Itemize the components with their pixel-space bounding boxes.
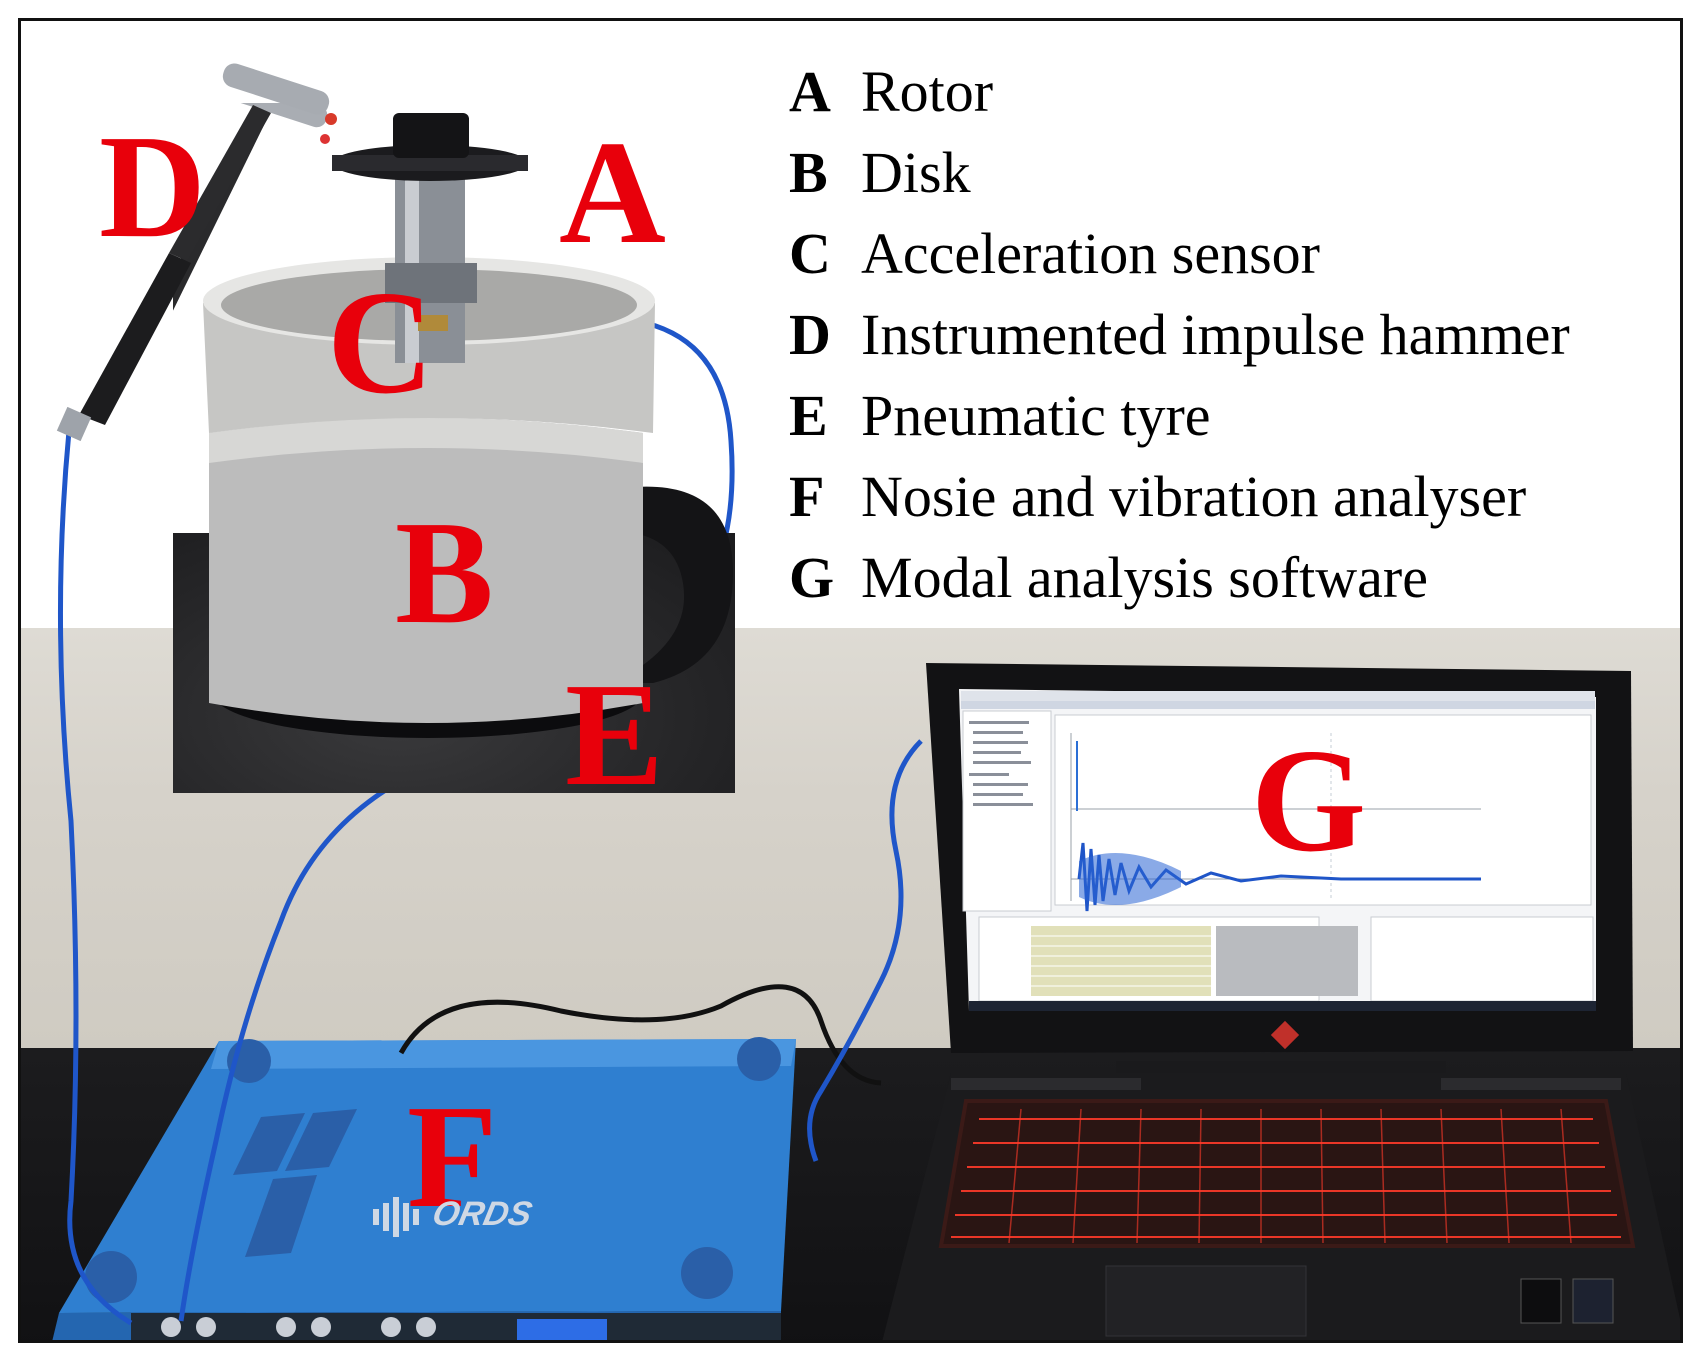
legend-key: A [789,59,831,124]
legend-key: C [789,221,831,286]
rotor-inset-photo [173,103,735,793]
legend-text: Modal analysis software [861,545,1428,610]
scene-illustration [52,315,1680,1340]
usb-cable [807,739,923,1162]
label-c: C [327,261,434,425]
label-b: B [395,491,494,655]
label-d: D [99,105,206,269]
legend-item-pneumatic-tyre: E Pneumatic tyre [789,375,1669,456]
legend-item-software: G Modal analysis software [789,537,1669,618]
label-g: G [1251,719,1367,883]
component-legend: A Rotor B Disk C Acceleration sensor D I… [789,51,1669,618]
legend-item-acceleration-sensor: C Acceleration sensor [789,213,1669,294]
legend-key: E [789,383,828,448]
legend-text: Acceleration sensor [861,221,1320,286]
legend-text: Nosie and vibration analyser [861,464,1527,529]
legend-key: B [789,140,828,205]
impulse-hammer [173,103,330,311]
label-f: F [407,1075,498,1239]
rotor-assembly [173,103,733,738]
legend-key: D [789,302,831,367]
legend-item-disk: B Disk [789,132,1669,213]
label-e: E [565,653,664,817]
hammer-cable [57,430,133,1326]
device-brand-logo: ORDS [429,1195,536,1233]
legend-text: Rotor [861,59,994,124]
laptop [882,663,1680,1340]
legend-key: F [789,464,825,529]
hammer-illustration [56,63,337,442]
legend-item-rotor: A Rotor [789,51,1669,132]
legend-item-analyser: F Nosie and vibration analyser [789,456,1669,537]
legend-text: Disk [861,140,971,205]
label-a: A [559,111,666,275]
legend-key: G [789,545,835,610]
legend-item-impulse-hammer: D Instrumented impulse hammer [789,294,1669,375]
legend-text: Pneumatic tyre [861,383,1211,448]
figure-frame: D A C B E F G A Rotor B Disk C Accelerat… [18,18,1683,1343]
legend-text: Instrumented impulse hammer [861,302,1570,367]
power-cable [398,984,882,1086]
analyser-device [52,1037,796,1340]
